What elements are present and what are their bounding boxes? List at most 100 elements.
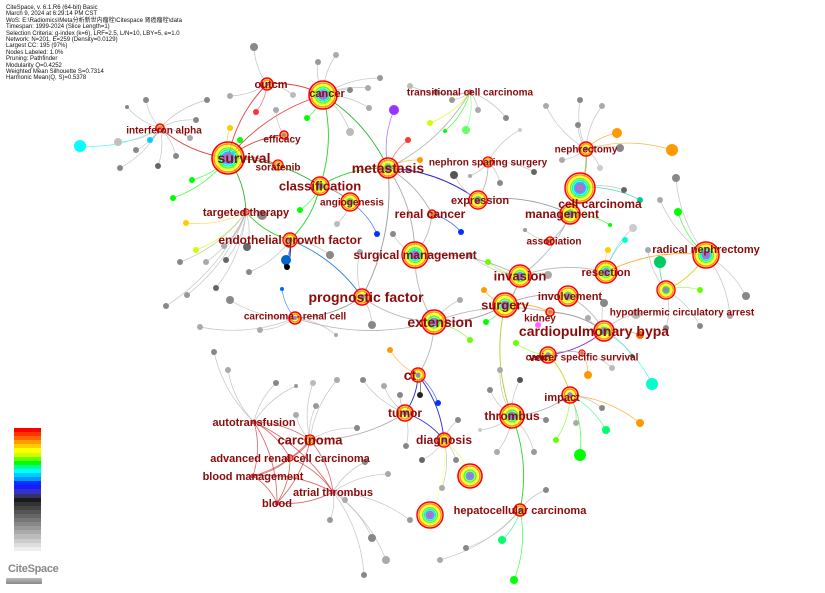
- network-node[interactable]: [313, 403, 319, 409]
- network-node[interactable]: [315, 59, 321, 65]
- network-node[interactable]: [497, 180, 503, 186]
- network-node[interactable]: [163, 303, 169, 309]
- kidney-node[interactable]: [545, 307, 555, 317]
- network-node[interactable]: [543, 487, 549, 493]
- network-node[interactable]: [189, 177, 195, 183]
- cardiopulmonary-bypa-node[interactable]: [593, 320, 615, 342]
- network-node[interactable]: [498, 536, 506, 544]
- network-node[interactable]: [697, 323, 703, 329]
- network-node[interactable]: [389, 105, 399, 115]
- network-node[interactable]: [455, 417, 461, 423]
- network-node[interactable]: [494, 449, 500, 455]
- keyword-label-kidney[interactable]: kidney: [524, 314, 556, 325]
- network-node[interactable]: [183, 220, 189, 226]
- network-node[interactable]: [211, 349, 217, 355]
- keyword-label-targeted-therapy[interactable]: targeted therapy: [203, 207, 290, 219]
- network-node[interactable]: [575, 122, 581, 128]
- network-node[interactable]: [497, 367, 503, 373]
- diagnosis-node[interactable]: [436, 432, 452, 448]
- network-node[interactable]: [173, 153, 179, 159]
- keyword-label-outcm[interactable]: outcm: [255, 79, 288, 91]
- network-node[interactable]: [382, 556, 390, 564]
- network-node[interactable]: [294, 384, 298, 388]
- network-node[interactable]: [374, 231, 380, 237]
- network-node[interactable]: [213, 285, 219, 291]
- keyword-label-tumor[interactable]: tumor: [388, 406, 422, 420]
- extension-node[interactable]: [421, 309, 447, 335]
- network-node[interactable]: [535, 322, 541, 328]
- network-node[interactable]: [621, 187, 627, 193]
- metastasis-node[interactable]: [377, 157, 399, 179]
- network-node[interactable]: [253, 109, 259, 115]
- network-node[interactable]: [381, 383, 387, 389]
- network-node[interactable]: [334, 377, 340, 383]
- network-node[interactable]: [439, 485, 445, 491]
- hypothermic-circulatory-arrest-node[interactable]: [656, 280, 676, 300]
- expression-node[interactable]: [468, 190, 488, 210]
- network-node[interactable]: [74, 140, 86, 152]
- sorafenib-node[interactable]: [272, 159, 284, 171]
- network-node[interactable]: [346, 128, 354, 136]
- involvement-node[interactable]: [557, 285, 579, 307]
- keyword-label-ct[interactable]: ct: [404, 367, 417, 383]
- network-node[interactable]: [584, 371, 592, 379]
- prognostic-factor-node[interactable]: [353, 288, 371, 306]
- advanced-renal-cell-carcinoma-node[interactable]: [286, 454, 294, 462]
- network-node[interactable]: [600, 299, 608, 307]
- targeted-therapy-node[interactable]: [242, 208, 250, 216]
- nephron-sparing-surgery-node[interactable]: [482, 156, 494, 168]
- keyword-label-angiogenesis[interactable]: angiogenesis: [320, 198, 384, 209]
- network-node[interactable]: [485, 259, 491, 265]
- network-node[interactable]: [203, 259, 209, 265]
- network-node[interactable]: [612, 128, 622, 138]
- survival-node[interactable]: [211, 141, 245, 175]
- network-node[interactable]: [377, 75, 383, 81]
- network-node[interactable]: [513, 340, 519, 346]
- keyword-label-transitional-cell-carcinoma[interactable]: transitional cell carcinoma: [407, 88, 534, 99]
- network-node[interactable]: [475, 107, 481, 113]
- network-node[interactable]: [574, 449, 586, 461]
- network-node[interactable]: [227, 125, 233, 131]
- atrial-thrombus-node[interactable]: [330, 489, 336, 495]
- thrombus-node[interactable]: [499, 403, 525, 429]
- network-node[interactable]: [354, 425, 360, 431]
- network-node[interactable]: [616, 144, 624, 152]
- network-node[interactable]: [510, 576, 518, 584]
- keyword-label-atrial-thrombus[interactable]: atrial thrombus: [293, 487, 373, 499]
- network-node[interactable]: [223, 257, 229, 263]
- surgery-node[interactable]: [492, 292, 518, 318]
- cancer-node[interactable]: [308, 80, 338, 110]
- network-node[interactable]: [654, 256, 666, 268]
- keyword-label-carcinoma-renal-cell[interactable]: carcinoma - renal cell: [244, 312, 346, 323]
- network-node[interactable]: [387, 347, 393, 353]
- network-node[interactable]: [674, 208, 682, 216]
- tumor-node[interactable]: [396, 404, 414, 422]
- network-node[interactable]: [385, 471, 391, 477]
- autotransfusion-node[interactable]: [251, 419, 257, 425]
- efficacy-node[interactable]: [279, 130, 289, 140]
- network-node[interactable]: [622, 237, 628, 243]
- keyword-label-prognostic-factor[interactable]: prognostic factor: [308, 289, 424, 305]
- cluster-node[interactable]: [457, 463, 483, 489]
- network-node[interactable]: [577, 97, 583, 103]
- interferon-alpha-node[interactable]: [155, 123, 165, 133]
- network-node[interactable]: [342, 497, 348, 503]
- network-node[interactable]: [419, 457, 425, 463]
- network-node[interactable]: [483, 319, 489, 325]
- association-node[interactable]: [545, 236, 555, 246]
- keyword-label-cardiopulmonary-bypa[interactable]: cardiopulmonary bypa: [519, 323, 669, 339]
- network-node[interactable]: [417, 157, 423, 163]
- network-node[interactable]: [250, 43, 258, 51]
- keyword-label-renal-cancer[interactable]: renal cancer: [395, 207, 466, 221]
- cell-carcinoma-node[interactable]: [564, 172, 596, 204]
- transitional-cell-carcinoma-node[interactable]: [467, 89, 473, 95]
- network-node[interactable]: [697, 287, 703, 293]
- network-node[interactable]: [630, 354, 634, 358]
- network-node[interactable]: [281, 255, 291, 265]
- network-node[interactable]: [361, 572, 367, 578]
- keyword-label-cell-carcinoma[interactable]: cell carcinoma: [558, 197, 642, 211]
- network-node[interactable]: [280, 287, 284, 291]
- keyword-label-sorafenib[interactable]: sorafenib: [255, 163, 300, 174]
- network-node[interactable]: [463, 545, 469, 551]
- network-node[interactable]: [517, 377, 523, 383]
